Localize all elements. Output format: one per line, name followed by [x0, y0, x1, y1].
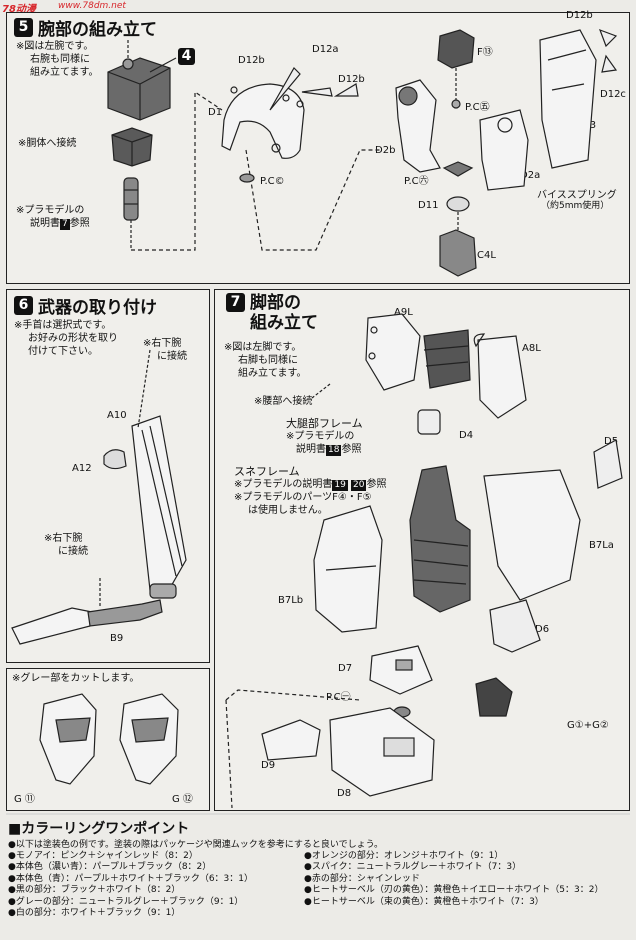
label-d12c: D12c [600, 89, 626, 100]
toe-d9 [261, 719, 321, 761]
coloring-item: ●オレンジの部分：オレンジ＋ホワイト（9：1） [304, 851, 504, 861]
label-vise-spring: バイススプリング [537, 190, 617, 201]
label-pcf: P.C㊄ [465, 102, 490, 113]
shin-frame [409, 465, 471, 613]
step6-title-text: 武器の取り付け [38, 298, 157, 318]
foot-d7 [369, 645, 433, 695]
thigh-frame [423, 329, 471, 389]
label-a9l: A9L [394, 307, 413, 318]
label-b9: B9 [110, 633, 124, 644]
watermark-url: www.78dm.net [58, 1, 126, 11]
thigh-page-badge: 18 [326, 445, 342, 456]
watermark-logo: 78动漫 [2, 4, 36, 15]
step-number-badge: 6 [14, 296, 33, 315]
label-d12a: D12a [312, 44, 339, 55]
step6-title: 6 武器の取り付け [14, 293, 157, 318]
shin-page-badge-1: 19 [332, 480, 348, 491]
manual-page-badge: 7 [60, 219, 70, 230]
coloring-item: ●本体色（青）：パープル＋ホワイト＋ブラック（6：3：1） [8, 873, 253, 884]
elbow-block-part [111, 127, 153, 167]
label-a8l: A8L [522, 343, 541, 354]
label-b7lb: B7Lb [278, 595, 304, 606]
label-d7: D7 [338, 663, 353, 674]
step5-title: 5 腕部の組み立て [14, 15, 157, 40]
label-spring-note: （約5mm使用） [541, 201, 610, 211]
step5-note: ※図は左腕です。 右腕も同様に 組み立てます。 [16, 41, 99, 78]
hand-c4l [439, 212, 477, 277]
step7-note: ※図は左脚です。 右脚も同様に 組み立てます。 [224, 342, 307, 379]
step-number-badge: 5 [14, 18, 33, 37]
right-lower-arm-note-2: ※右下腕 に接続 [44, 533, 88, 557]
label-d6: D6 [535, 624, 550, 635]
step-number-badge: 7 [226, 293, 245, 312]
label-g12: G ⑫ [172, 794, 193, 805]
step-ref-badge: 4 [178, 48, 195, 65]
coloring-item: ●ヒートサーベル（刃の黄色）：黄橙色＋イエロー＋ホワイト（5：3：2） [304, 885, 604, 896]
gray-cut-note: ※グレー部をカットします。 [12, 673, 140, 684]
label-g11: G ⑪ [14, 794, 35, 805]
shoulder-block-part [107, 40, 177, 121]
coloring-item: ●ヒートサーベル（束の黄色）：黄橙色＋ホワイト（7：3） [304, 896, 544, 907]
label-d11: D11 [418, 200, 439, 211]
label-d9: D9 [261, 760, 276, 771]
thigh-armor-a9l [365, 313, 421, 391]
label-d1: D1 [208, 107, 223, 118]
shin-armor-b7lb [313, 505, 383, 633]
coloring-item: ●モノアイ：ピンク＋シャインレッド（8：2） [8, 851, 198, 861]
shin-page-badge-2: 20 [351, 480, 367, 491]
step6-note: ※手首は選択式です。 お好みの形状を取り 付けて下さい。 [14, 320, 118, 357]
coloring-note: ●以下は塗装色の例です。塗装の際はパッケージや関連ムックを参考にすると良いでしょ… [8, 840, 384, 850]
label-d12b-3: D12b [566, 10, 593, 21]
foot-sole-d8 [329, 707, 435, 797]
label-d12b-1: D12b [238, 55, 265, 66]
label-d4: D4 [459, 430, 474, 441]
label-g1g2: G①+G② [567, 720, 609, 731]
cut-part-g12 [119, 693, 179, 785]
step7-title: 7 脚部の組み立て [226, 293, 318, 333]
label-b7la: B7La [589, 540, 614, 551]
label-a12: A12 [72, 463, 92, 474]
step6-panel [6, 289, 210, 663]
shin-armor-b7la [483, 469, 581, 601]
forearm-armor-d3 [539, 29, 597, 169]
joint-pin-part [123, 177, 139, 250]
weapon-arm-a10 [103, 349, 187, 599]
label-d5: D5 [604, 436, 619, 447]
coloring-item: ●白の部分：ホワイト＋ブラック（9：1） [8, 908, 181, 919]
coloring-section: ■カラーリングワンポイント ●以下は塗装色の例です。塗装の際はパッケージや関連ム… [8, 818, 628, 936]
coloring-item: ●スパイク：ニュートラルグレー＋ホワイト（7：3） [304, 862, 522, 873]
connect-waist-note: ※腰部へ接続 [254, 396, 313, 407]
right-lower-arm-note-1: ※右下腕 に接続 [143, 338, 187, 362]
label-d2b: D2b [375, 145, 396, 156]
label-c4l: C4L [477, 250, 496, 261]
hand-f13 [437, 29, 475, 109]
upper-arm-armor [395, 79, 529, 191]
shoulder-armor-d1 [221, 83, 305, 159]
coloring-item: ●黒の部分：ブラック＋ホワイト（8：2） [8, 885, 181, 896]
coloring-title: ■カラーリングワンポイント [8, 821, 190, 837]
coloring-item: ●赤の部分：シャインレッド [304, 873, 420, 884]
label-a10: A10 [107, 410, 127, 421]
step5-title-text: 腕部の組み立て [38, 20, 157, 40]
label-f13: F⑬ [477, 47, 493, 58]
thigh-armor-a8l [473, 333, 527, 419]
step7-title-text: 脚部の組み立て [250, 293, 318, 333]
connect-body-note: ※胴体へ接続 [18, 138, 77, 149]
coloring-item: ●グレーの部分：ニュートラルグレー＋ブラック（9：1） [8, 896, 244, 907]
label-d8: D8 [337, 788, 352, 799]
label-pcc: P.C© [260, 176, 285, 187]
label-d2a: D2a [520, 170, 541, 181]
coloring-item: ●本体色（濃い青）：パープル＋ブラック（8：2） [8, 862, 212, 873]
coloring-list-left: ●モノアイ：ピンク＋シャインレッド（8：2） ●本体色（濃い青）：パープル＋ブラ… [8, 851, 253, 919]
label-pcx: P.C㊅ [404, 176, 429, 187]
label-pca: P.C㊀ [326, 692, 351, 703]
heat-saber-b9 [11, 578, 163, 645]
cut-part-g11 [39, 693, 97, 785]
label-d12b-2: D12b [338, 74, 365, 85]
coloring-list-right: ●オレンジの部分：オレンジ＋ホワイト（9：1） ●スパイク：ニュートラルグレー＋… [304, 851, 603, 908]
